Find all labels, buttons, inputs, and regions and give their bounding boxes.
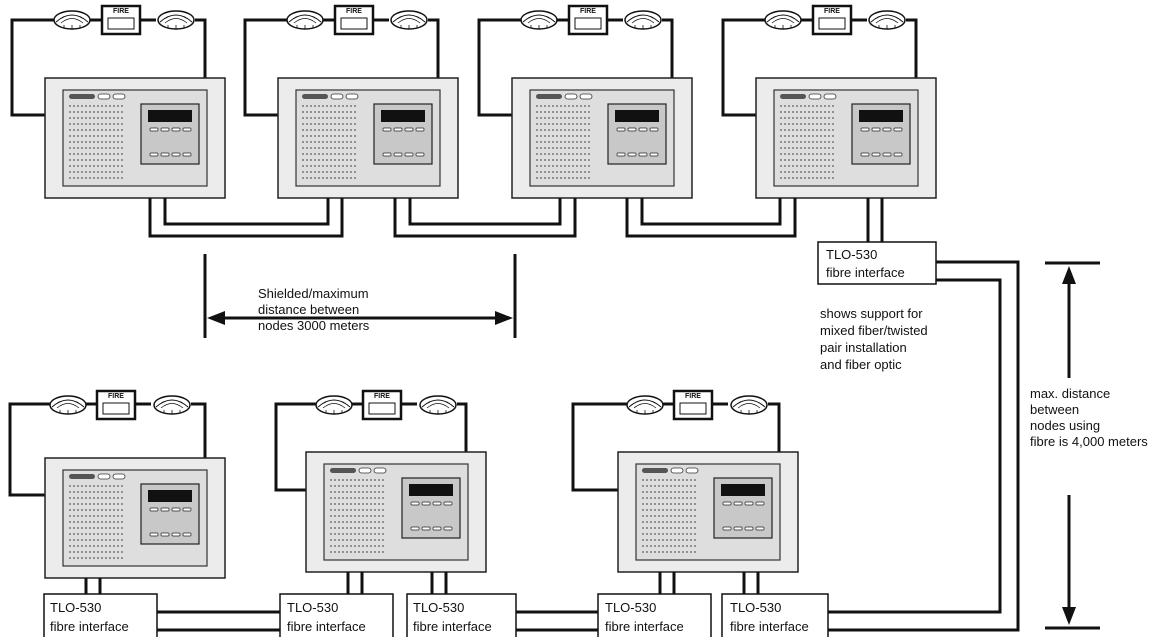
fire-label: FIRE [824,8,840,15]
smoke-detector-icon [626,395,664,415]
fibre-interface-bottom-3: TLO-530 fibre interface [406,593,517,637]
fire-control-panel-icon [305,451,487,573]
fire-label: FIRE [113,8,129,15]
fibre-interface-top: TLO-530 fibre interface [817,241,937,285]
svg-text:shows support for: shows support for [820,306,923,321]
svg-text:TLO-530: TLO-530 [287,600,338,615]
manual-call-point-icon: FIRE [672,389,714,421]
mixed-installation-note: shows support for mixed fiber/twisted pa… [820,306,928,372]
smoke-detector-icon [390,10,428,30]
svg-text:fibre interface: fibre interface [413,619,492,634]
fire-control-panel-icon [511,77,693,199]
shielded-note-1: Shielded/maximum [258,286,369,301]
fire-label: FIRE [108,393,124,400]
svg-text:fibre interface: fibre interface [730,619,809,634]
svg-text:fibre interface: fibre interface [605,619,684,634]
fire-control-panel-icon [44,457,226,579]
fire-control-panel-icon [277,77,459,199]
shielded-distance-marker: Shielded/maximum distance between nodes … [203,254,517,338]
fire-label: FIRE [685,393,701,400]
fire-label: FIRE [346,8,362,15]
fibre-optic-link [828,260,1020,632]
svg-text:fibre is 4,000 meters: fibre is 4,000 meters [1030,434,1148,449]
manual-call-point-icon: FIRE [811,4,853,36]
smoke-detector-icon [624,10,662,30]
fire-control-panel-icon [44,77,226,199]
smoke-detector-icon [730,395,768,415]
smoke-detector-icon [868,10,906,30]
fire-control-panel-icon [755,77,937,199]
smoke-detector-icon [157,10,195,30]
bottom-node-2: FIRE [274,389,487,573]
fire-control-panel-icon [617,451,799,573]
svg-text:max. distance: max. distance [1030,386,1110,401]
svg-text:mixed fiber/twisted: mixed fiber/twisted [820,323,928,338]
smoke-detector-icon [419,395,457,415]
svg-text:TLO-530: TLO-530 [413,600,464,615]
smoke-detector-icon [53,10,91,30]
manual-call-point-icon: FIRE [100,4,142,36]
svg-text:between: between [1030,402,1079,417]
svg-text:and fiber optic: and fiber optic [820,357,902,372]
top-node-4: FIRE [721,4,937,199]
bottom-fibre-links [157,610,598,632]
smoke-detector-icon [764,10,802,30]
svg-text:TLO-530: TLO-530 [605,600,656,615]
shielded-note-3: nodes 3000 meters [258,318,370,333]
smoke-detector-icon [49,395,87,415]
shielded-note-2: distance between [258,302,359,317]
manual-call-point-icon: FIRE [333,4,375,36]
top-node-3: FIRE [477,4,693,199]
fibre-interface-bottom-1: TLO-530 fibre interface [43,593,158,637]
smoke-detector-icon [315,395,353,415]
svg-text:nodes using: nodes using [1030,418,1100,433]
smoke-detector-icon [286,10,324,30]
top-node-1: FIRE [10,4,226,199]
fibre-interface-bottom-2: TLO-530 fibre interface [279,593,394,637]
fibre-interface-bottom-4: TLO-530 fibre interface [597,593,712,637]
fire-label: FIRE [374,393,390,400]
bottom-node-3: FIRE [571,389,799,573]
manual-call-point-icon: FIRE [361,389,403,421]
smoke-detector-icon [520,10,558,30]
svg-text:TLO-530: TLO-530 [730,600,781,615]
svg-text:pair installation: pair installation [820,340,907,355]
fibre-interface-bottom-5: TLO-530 fibre interface [721,593,829,637]
top-node-2: FIRE [243,4,459,199]
svg-text:fibre interface: fibre interface [50,619,129,634]
interface-desc: fibre interface [826,265,905,280]
interface-model: TLO-530 [826,247,877,262]
svg-text:TLO-530: TLO-530 [50,600,101,615]
manual-call-point-icon: FIRE [95,389,137,421]
smoke-detector-icon [153,395,191,415]
interface-drops [84,572,760,594]
fire-label: FIRE [580,8,596,15]
twisted-pair-links [148,198,884,242]
svg-text:fibre interface: fibre interface [287,619,366,634]
manual-call-point-icon: FIRE [567,4,609,36]
bottom-node-1: FIRE [8,389,226,579]
fibre-distance-marker: max. distance between nodes using fibre … [1030,261,1148,630]
